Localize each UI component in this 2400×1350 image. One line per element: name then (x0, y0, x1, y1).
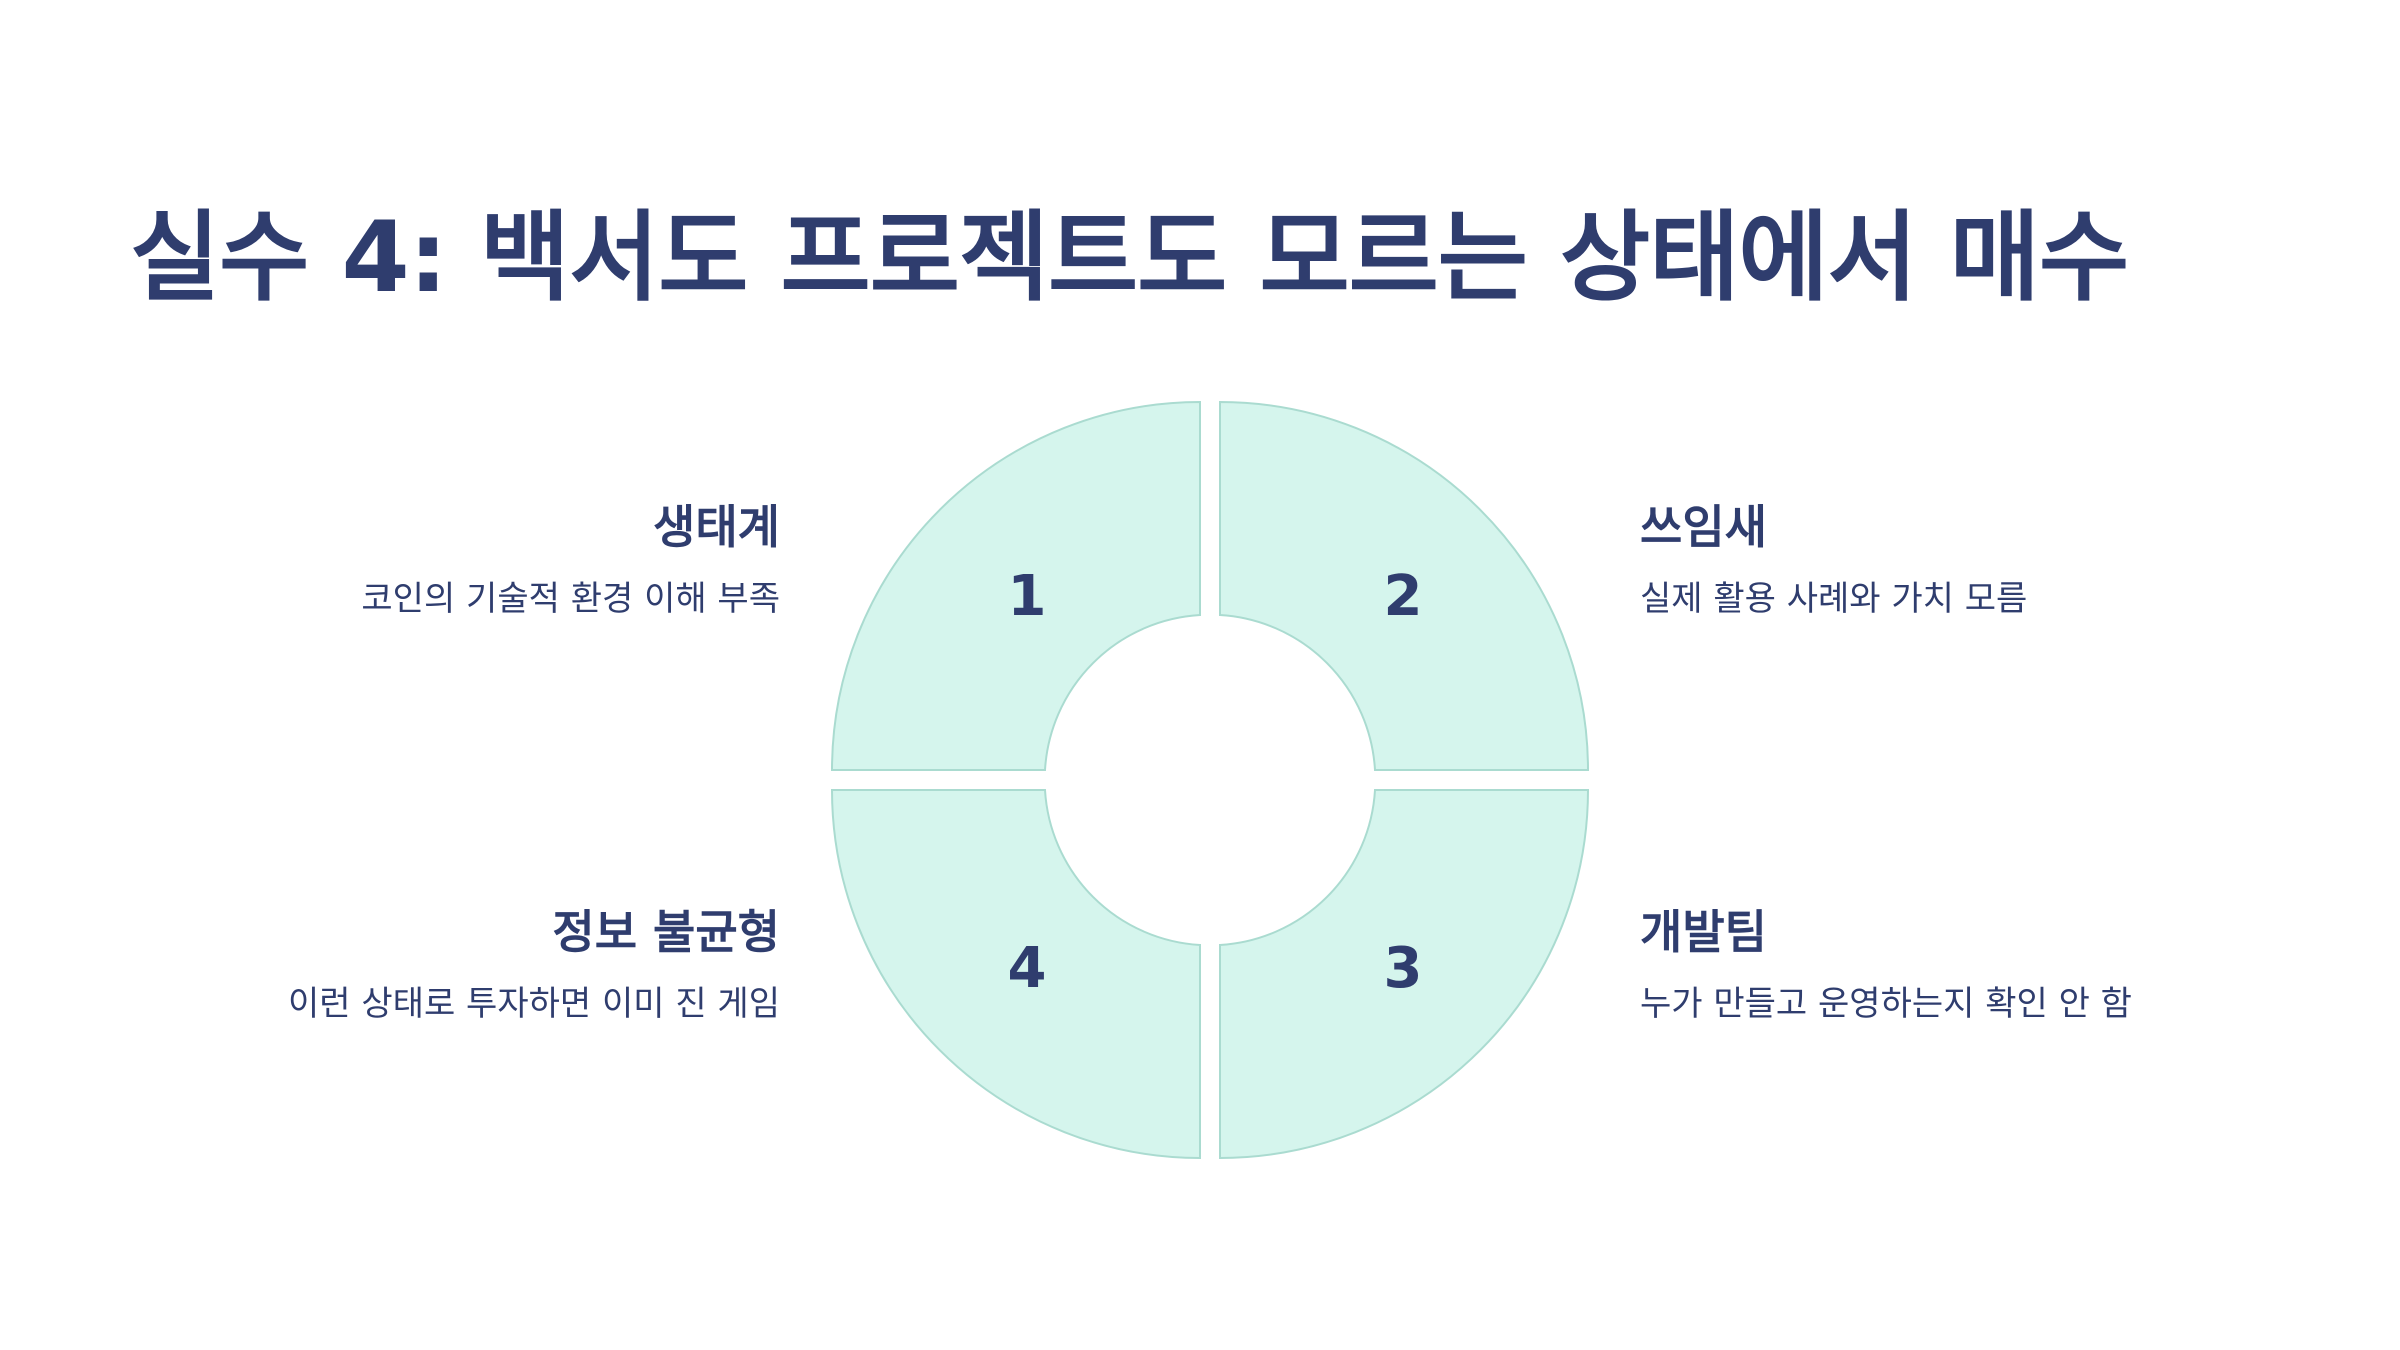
label-info-asymmetry: 정보 불균형 이런 상태로 투자하면 이미 진 게임 (60, 905, 780, 1026)
segment-number-4: 4 (1008, 936, 1047, 1001)
label-description: 누가 만들고 운영하는지 확인 안 함 (1640, 984, 2132, 1025)
label-heading: 쓰임새 (1640, 500, 1767, 554)
label-description: 이런 상태로 투자하면 이미 진 게임 (288, 984, 780, 1025)
label-heading: 정보 불균형 (552, 905, 780, 959)
label-dev-team: 개발팀 누가 만들고 운영하는지 확인 안 함 (1640, 905, 2360, 1026)
slide-title: 실수 4: 백서도 프로젝트도 모르는 상태에서 매수 (130, 201, 2129, 315)
segment-4 (830, 789, 1201, 1160)
label-heading: 생태계 (653, 500, 780, 554)
segment-2 (1219, 400, 1590, 771)
cycle-diagram: 1 2 3 4 (830, 400, 1590, 1160)
segment-number-3: 3 (1384, 936, 1423, 1001)
segment-1 (830, 400, 1201, 771)
label-use-case: 쓰임새 실제 활용 사례와 가치 모름 (1640, 500, 2360, 621)
segment-3 (1219, 789, 1590, 1160)
segment-number-2: 2 (1384, 564, 1423, 629)
segment-number-1: 1 (1008, 564, 1047, 629)
label-heading: 개발팀 (1640, 905, 1767, 959)
label-description: 코인의 기술적 환경 이해 부족 (361, 579, 780, 620)
label-description: 실제 활용 사례와 가치 모름 (1640, 579, 2028, 620)
label-ecosystem: 생태계 코인의 기술적 환경 이해 부족 (60, 500, 780, 621)
